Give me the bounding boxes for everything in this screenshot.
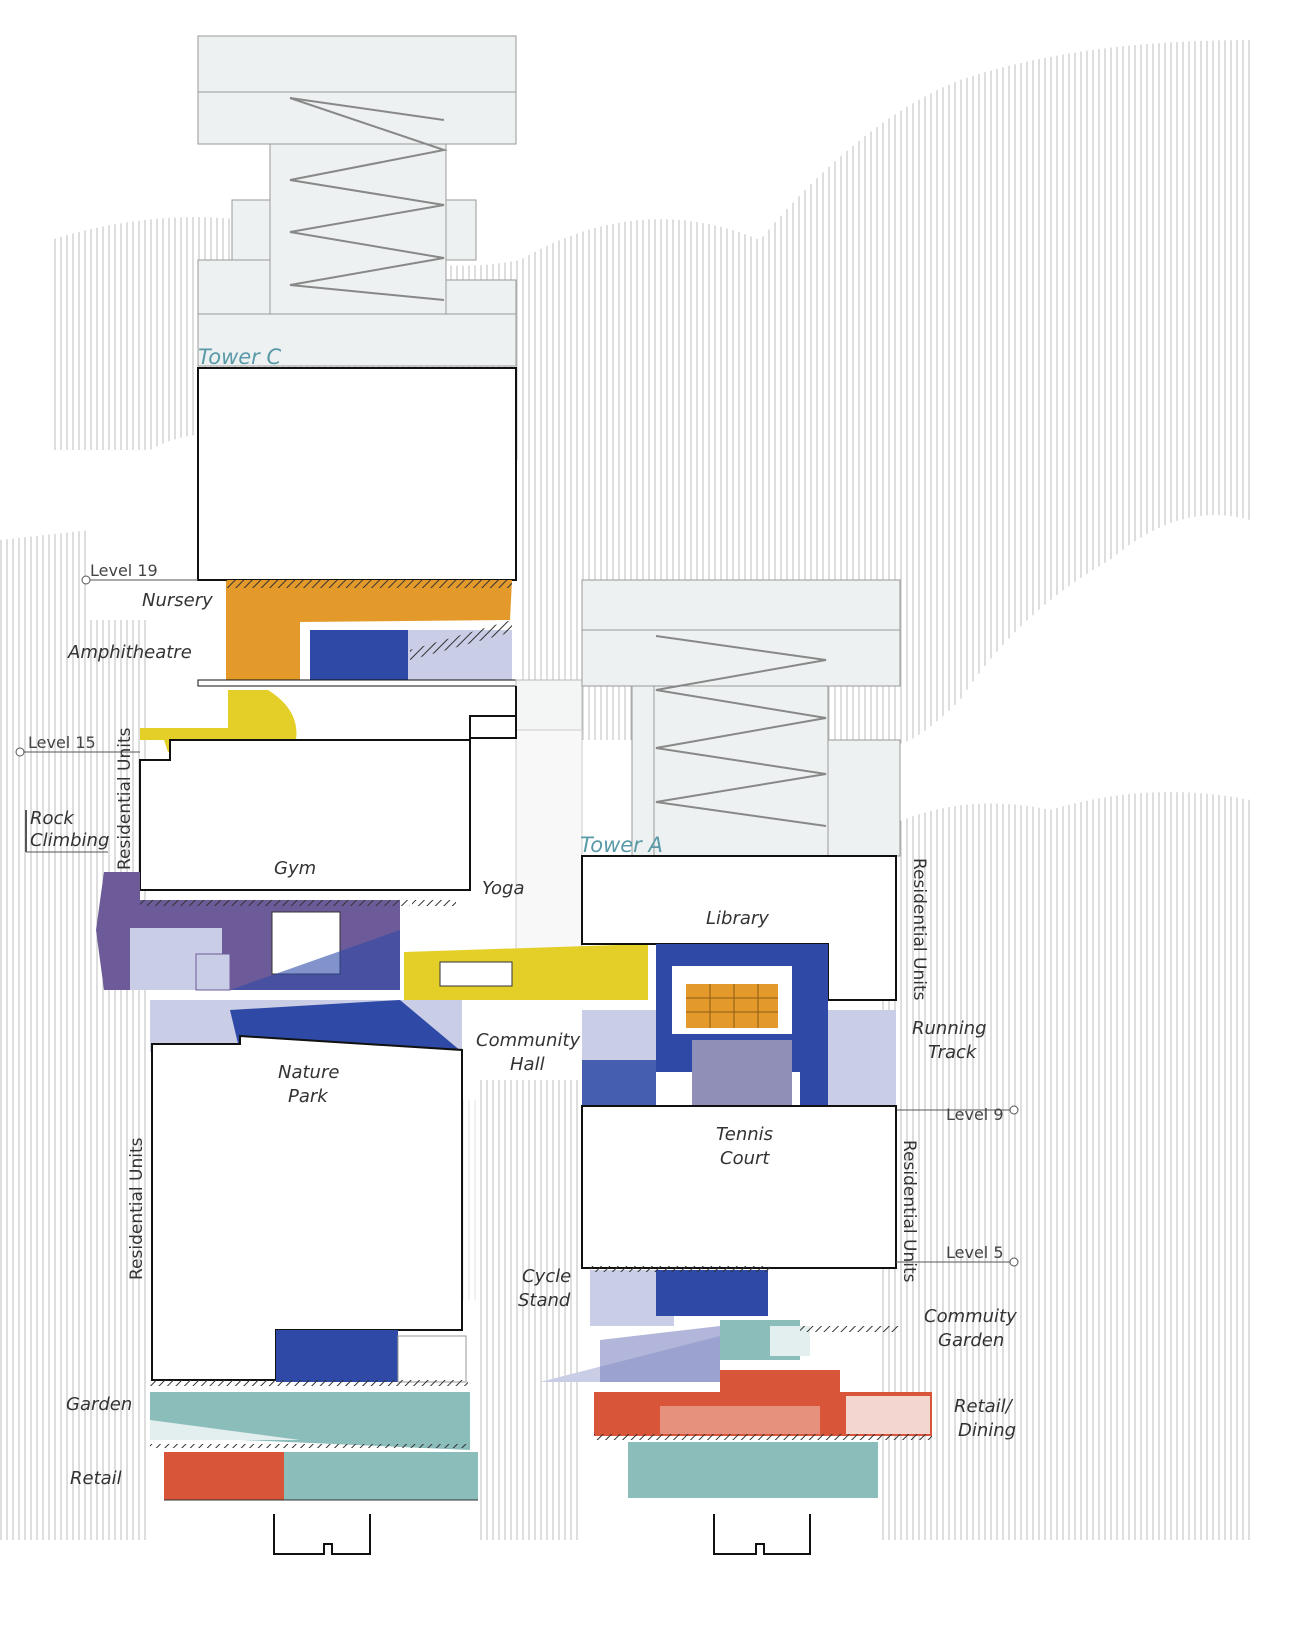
yoga-level [404,900,648,1000]
library-label: Library [706,908,769,929]
cycle-stand-label-1: Cycle [522,1266,571,1287]
level-15-marker [15,747,140,757]
amphitheatre-label: Amphitheatre [67,642,192,663]
level-15-label: Level 15 [28,733,96,752]
community-garden-level [720,1320,900,1360]
yoga-label: Yoga [482,878,525,899]
tower-c-facade [197,35,517,367]
rock-climbing-label-1: Rock [30,808,75,829]
garden-label-left: Garden [66,1394,132,1415]
level-9-marker [896,1105,1019,1115]
level-5-marker [896,1257,1019,1267]
running-track-label-2: Track [928,1042,978,1063]
gym-level [96,872,410,991]
tower-c-label: Tower C [198,345,281,369]
level-19-marker [81,575,198,585]
level-9-label: Level 9 [946,1105,1004,1124]
gym-label: Gym [274,858,316,879]
community-garden-label-1: Commuity [924,1306,1017,1327]
cycle-stand-level [540,1266,770,1382]
garden-level [150,1392,470,1450]
retail-dining-label-1: Retail/ [954,1396,1014,1417]
community-hall-label-2: Hall [510,1054,545,1075]
nature-park-label-1: Nature [278,1062,339,1083]
basement-parking-left [273,1514,371,1555]
amphitheatre-seating [140,690,297,752]
sky-bridge [515,679,583,951]
nursery-amphitheatre-block [197,580,517,687]
background-hatch [0,40,1250,1540]
tennis-court-label-2: Court [720,1148,770,1169]
residential-units-label-upper: Residential Units [115,727,135,870]
basement-parking-right [713,1514,811,1555]
running-track-label-1: Running [912,1018,987,1039]
nursery-label: Nursery [142,590,213,611]
library-block [656,944,828,1072]
retail-label: Retail [70,1468,122,1489]
community-garden-label-2: Garden [938,1330,1004,1351]
tower-c-mid-residential [139,686,517,891]
tower-a-label: Tower A [580,833,663,857]
residential-units-label-right-lower: Residential Units [899,1140,919,1283]
rock-climbing-label-2: Climbing [30,830,109,851]
residential-units-label-lower-left: Residential Units [127,1137,147,1280]
community-hall-label-1: Community [476,1030,581,1051]
level-19-label: Level 19 [90,561,158,580]
nature-park-label-2: Park [288,1086,329,1107]
tower-a-facade [581,579,901,857]
tower-c-residential-block [197,367,517,581]
left-podium [150,1330,468,1386]
tower-a-lower-residential [581,1105,897,1269]
tennis-court-label-1: Tennis [716,1124,773,1145]
residential-units-label-right-upper: Residential Units [909,858,929,1001]
retail-dining-label-2: Dining [958,1420,1016,1441]
cycle-stand-label-2: Stand [518,1290,571,1311]
retail-level [164,1452,478,1501]
rock-climbing-marker [25,810,108,853]
retail-dining-level [594,1370,932,1498]
running-track-level [582,1010,896,1110]
level-5-label: Level 5 [946,1243,1004,1262]
